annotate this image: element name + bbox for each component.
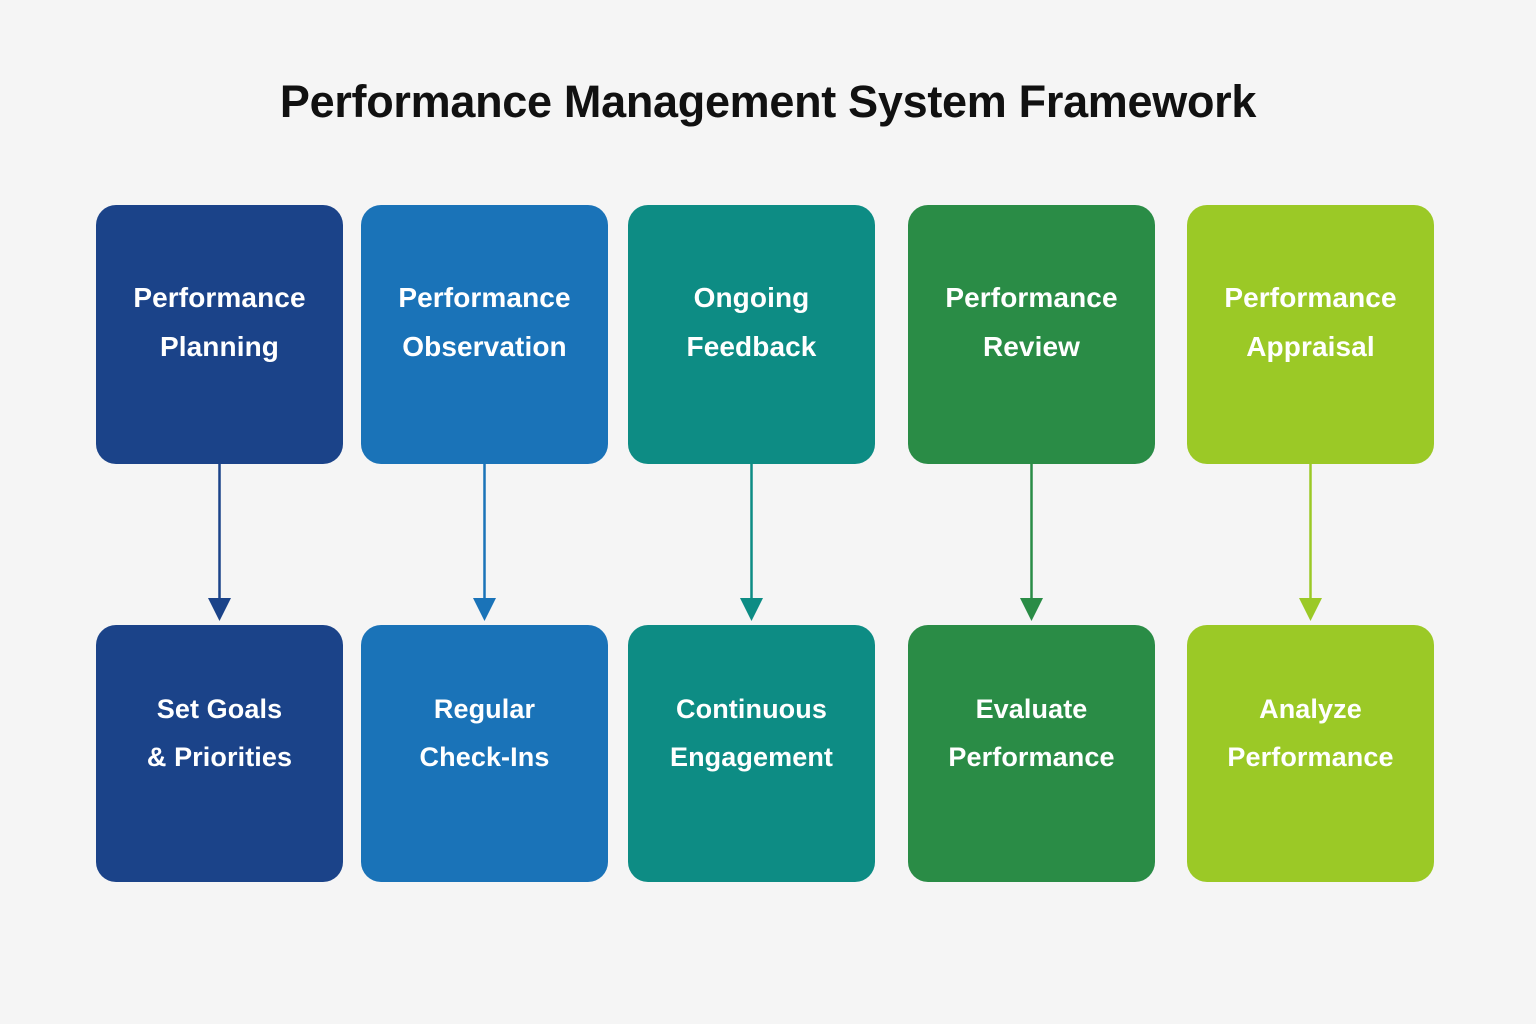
outcome-node-2[interactable]: Regular Check-Ins (361, 625, 608, 882)
arrow-down-icon-3 (628, 464, 875, 625)
arrow-down-icon-2 (361, 464, 608, 625)
framework-diagram: Performance Planning Set Goals & Priorit… (96, 205, 1444, 882)
outcome-node-3-label: Continuous Engagement (669, 694, 834, 772)
stage-node-1[interactable]: Performance Planning (96, 205, 343, 464)
outcome-node-2-label: Regular Check-Ins (419, 694, 550, 772)
arrow-down-icon-5 (1187, 464, 1434, 625)
outcome-node-1-label: Set Goals & Priorities (146, 694, 293, 772)
page-title: Performance Management System Framework (279, 76, 1257, 127)
stage-node-4[interactable]: Performance Review (908, 205, 1155, 464)
diagram-column-2: Performance Observation Regular Check-In… (361, 205, 608, 882)
stage-node-2-label: Performance Observation (398, 282, 571, 362)
outcome-node-5[interactable]: Analyze Performance (1187, 625, 1434, 882)
diagram-column-1: Performance Planning Set Goals & Priorit… (96, 205, 343, 882)
arrow-down-icon-4 (908, 464, 1155, 625)
diagram-column-5: Performance Appraisal Analyze Performanc… (1187, 205, 1434, 882)
stage-node-5[interactable]: Performance Appraisal (1187, 205, 1434, 464)
outcome-node-4[interactable]: Evaluate Performance (908, 625, 1155, 882)
stage-node-5-label: Performance Appraisal (1224, 282, 1397, 362)
outcome-node-1[interactable]: Set Goals & Priorities (96, 625, 343, 882)
stage-node-1-label: Performance Planning (133, 282, 306, 362)
outcome-node-3[interactable]: Continuous Engagement (628, 625, 875, 882)
diagram-column-4: Performance Review Evaluate Performance (908, 205, 1155, 882)
stage-node-4-label: Performance Review (945, 282, 1118, 362)
stage-node-3[interactable]: Ongoing Feedback (628, 205, 875, 464)
stage-node-3-label: Ongoing Feedback (686, 282, 817, 362)
arrow-down-icon-1 (96, 464, 343, 625)
stage-node-2[interactable]: Performance Observation (361, 205, 608, 464)
outcome-node-5-label: Analyze Performance (1227, 694, 1394, 772)
outcome-node-4-label: Evaluate Performance (948, 694, 1115, 772)
diagram-column-3: Ongoing Feedback Continuous Engagement (628, 205, 875, 882)
